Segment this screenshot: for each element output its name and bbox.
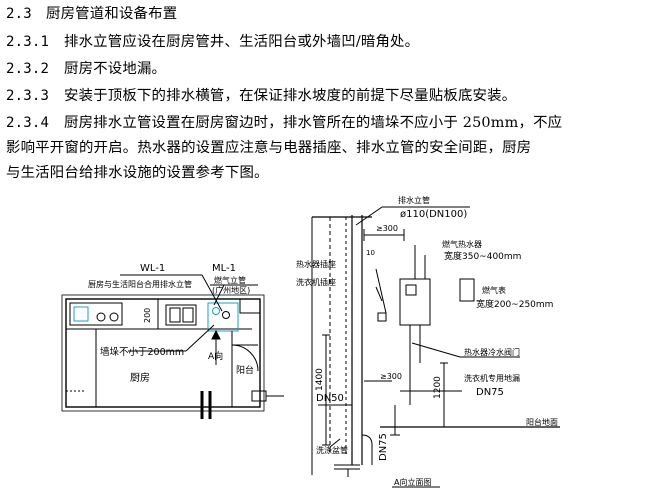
item-number: 2.3.2 [6,61,50,77]
wash-basin-label: 洗涤盆管 [316,445,348,455]
ml-label: ML-1 [212,263,236,274]
washer-drain-label: 洗衣机专用地漏 [464,373,520,383]
dn50-label: DN50 [316,393,344,404]
dim-10: 10 [366,249,375,257]
item-2-3-4-continued: 影响平开窗的开启。热水器的设置应注意与电器插座、排水立管的安全间距，厨房 [6,140,532,156]
heater-socket-label: 热水器插座 [296,259,336,269]
stack-size: ø110(DN100) [400,209,467,220]
item-number: 2.3.3 [6,88,50,104]
item-text: 厨房不设地漏。 [64,61,167,77]
wl-description: 厨房与生活阳台合用排水立管 [88,279,192,289]
item-text: 厨房排水立管设置在厨房窗边时，排水管所在的墙垛不应小于 250mm，不应 [64,115,563,131]
dn75-right: DN75 [476,387,504,398]
item-number: 2.3.1 [6,34,50,50]
section-number: 2.3 [6,6,32,22]
balcony-label: 阳台 [236,364,254,376]
drainage-layout-figure: WL-1 厨房与生活阳台合用排水立管 ML-1 燃气立管 (广州地区) 200 … [0,195,655,491]
section-title: 厨房管道和设备布置 [46,6,178,22]
view-a-label: A向 [208,350,223,362]
wall-note: 墙垛不小于200mm [100,346,184,358]
wl-label: WL-1 [140,263,165,274]
stack-label: 排水立管 [398,195,430,205]
heater-width: 宽度350~400mm [444,250,521,262]
kitchen-label: 厨房 [130,371,150,384]
balcony-floor-label: 阳台地面 [526,417,558,427]
gas-meter-label: 燃气表 [482,285,506,295]
section-heading: 2.3 厨房管道和设备布置 [6,2,177,23]
item-2-3-2: 2.3.2 厨房不设地漏。 [6,57,166,78]
ml-region: (广州地区) [212,285,250,295]
item-2-3-4-continued: 与生活阳台给排水设施的设置参考下图。 [6,165,269,181]
item-2-3-3: 2.3.3 安装于顶板下的排水横管，在保证排水坡度的前提下尽量贴板底安装。 [6,84,516,105]
dim-1200: 1200 [433,376,443,399]
item-2-3-4: 2.3.4 厨房排水立管设置在厨房窗边时，排水管所在的墙垛不应小于 250mm，不… [6,111,562,132]
dim-300-top: ≥300 [376,224,398,233]
figure-drawing: WL-1 厨房与生活阳台合用排水立管 ML-1 燃气立管 (广州地区) 200 … [61,195,560,488]
elevation-title: A向立面图 [394,477,431,487]
dn75-bottom: DN75 [378,433,389,461]
item-text: 排水立管应设在厨房管井、生活阳台或外墙凹/暗角处。 [64,34,420,50]
item-2-3-1: 2.3.1 排水立管应设在厨房管井、生活阳台或外墙凹/暗角处。 [6,30,419,51]
dim-300-bottom: ≥300 [380,372,402,381]
meter-width: 宽度200~250mm [476,298,553,310]
gas-heater-label: 燃气热水器 [442,239,482,249]
washer-socket-label: 洗衣机插座 [296,277,336,287]
dim-200: 200 [143,308,152,323]
item-text: 安装于顶板下的排水横管，在保证排水坡度的前提下尽量贴板底安装。 [64,88,517,104]
dim-1400: 1400 [315,368,325,391]
heater-valve-label: 热水器冷水阀门 [464,347,520,357]
ml-description: 燃气立管 [214,275,246,285]
item-number: 2.3.4 [6,115,50,131]
